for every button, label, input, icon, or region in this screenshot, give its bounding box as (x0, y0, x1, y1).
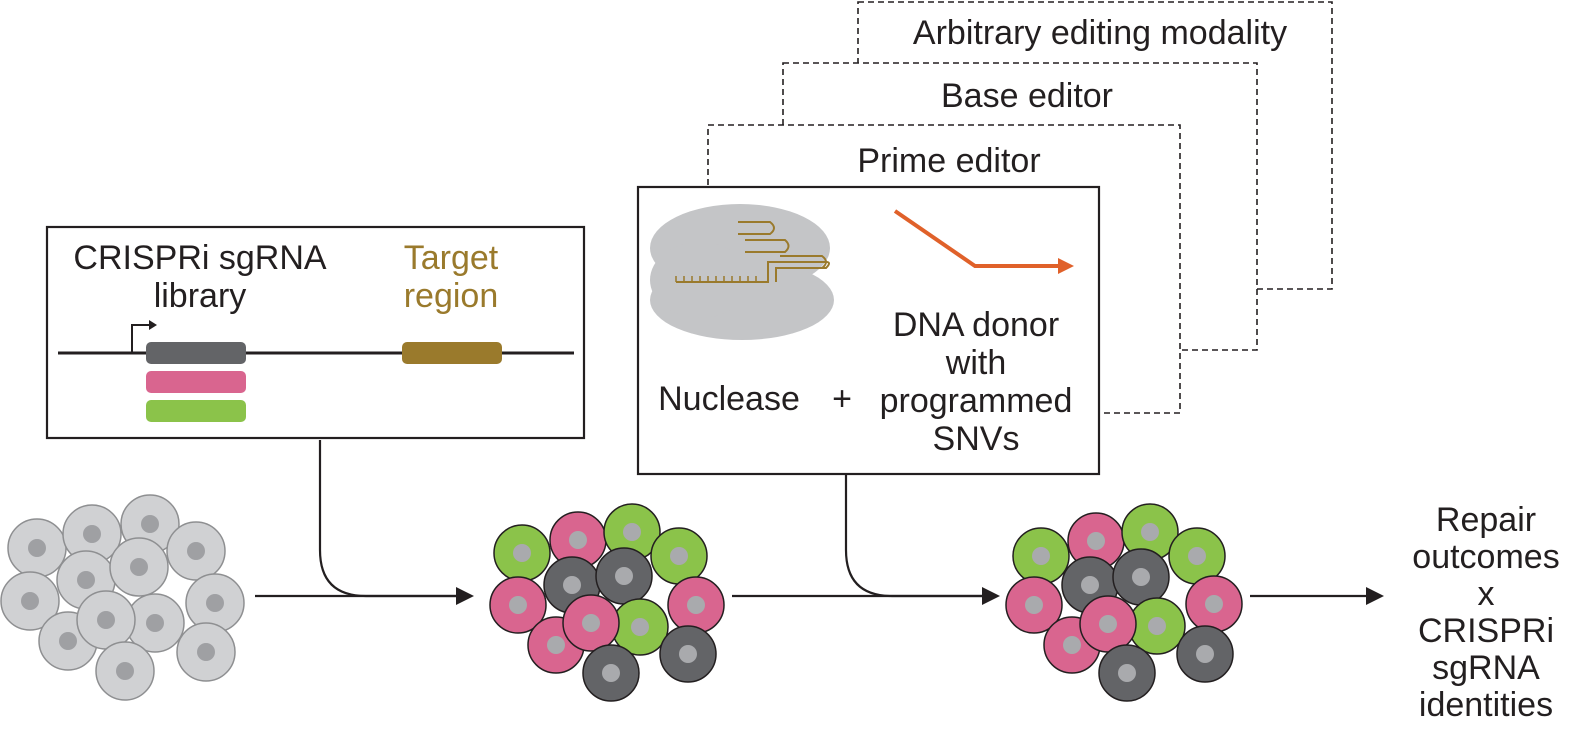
cell (1012, 527, 1070, 585)
cell (7, 518, 67, 578)
cell (176, 622, 236, 682)
output-label: Repair outcomes x CRISPRi sgRNA identiti… (1412, 501, 1559, 724)
cell (582, 644, 640, 702)
prime-editor-label: Prime editor (857, 142, 1040, 180)
cell (185, 573, 245, 633)
sgrna-bar-grey (146, 342, 246, 364)
unedited-cell-cluster (0, 494, 245, 701)
cell (95, 641, 155, 701)
cell (1067, 512, 1125, 570)
cell (125, 593, 185, 653)
process-arrows (255, 440, 1384, 605)
cell (493, 524, 551, 582)
target-label-1: Target (404, 239, 499, 277)
donor-label-4: SNVs (933, 420, 1020, 458)
cell (1168, 527, 1226, 585)
cell (667, 576, 725, 634)
output-line-3: x (1478, 575, 1495, 613)
output-line-2: outcomes (1412, 538, 1559, 576)
sgrna-bar-green (146, 400, 246, 422)
plus-sign: + (832, 380, 852, 418)
donor-label-1: DNA donor (893, 306, 1059, 344)
sgrna-icon (675, 221, 830, 283)
nuclease-label: Nuclease (658, 380, 800, 418)
arbitrary-modality-label: Arbitrary editing modality (913, 14, 1287, 52)
target-label-2: region (404, 277, 499, 315)
library-box-frame (45, 225, 586, 440)
cell (595, 547, 653, 605)
cell (1098, 644, 1156, 702)
output-line-1: Repair (1436, 501, 1536, 539)
cell (1079, 595, 1137, 653)
cell (76, 590, 136, 650)
nuclease-icon (650, 204, 834, 340)
library-box: CRISPRi sgRNA library Target region (45, 225, 586, 440)
cell (562, 594, 620, 652)
cell (1185, 575, 1243, 633)
cell (1128, 597, 1186, 655)
donor-label-3: programmed (880, 382, 1073, 420)
donor-arrow-icon (893, 209, 1074, 274)
base-editor-label: Base editor (941, 77, 1113, 115)
cell (0, 571, 60, 631)
promoter-arrow-icon (131, 320, 157, 353)
cell (62, 504, 122, 564)
cell (1005, 576, 1063, 634)
cell (1176, 625, 1234, 683)
library-title-2: library (154, 277, 247, 315)
process-arrow-icon (456, 587, 474, 605)
edited-cell-cluster (1005, 503, 1243, 702)
cell (109, 537, 169, 597)
process-arrow-icon (982, 587, 1000, 605)
donor-label-2: with (945, 344, 1006, 382)
cell (166, 521, 226, 581)
output-line-4: CRISPRi (1418, 612, 1554, 650)
output-line-6: identities (1419, 686, 1553, 724)
library-title-1: CRISPRi sgRNA (73, 239, 326, 277)
process-arrow-icon (1366, 587, 1384, 605)
transduced-cell-cluster (489, 503, 725, 702)
sgrna-bar-pink (146, 371, 246, 393)
output-line-5: sgRNA (1432, 649, 1540, 687)
cell (659, 625, 717, 683)
cell (549, 511, 607, 569)
cell (489, 576, 547, 634)
cell (1112, 548, 1170, 606)
cell (650, 527, 708, 585)
target-region-bar (402, 342, 502, 364)
nuclease-box: Nuclease + DNA donor with programmed SNV… (636, 185, 1101, 476)
